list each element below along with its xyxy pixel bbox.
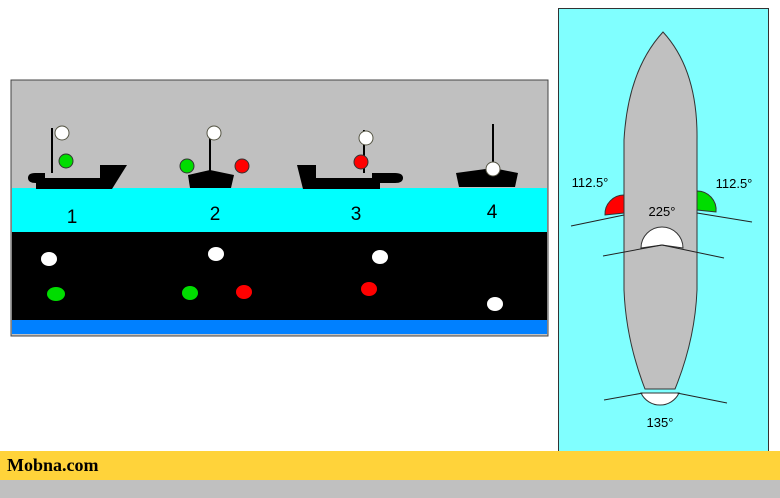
port-angle-label: 112.5° (572, 175, 609, 190)
side-view-panel: 1 2 3 4 (10, 79, 549, 337)
stern-sector (640, 392, 680, 406)
starboard-angle-label: 112.5° (716, 176, 753, 191)
vessel-4-silhouette (456, 124, 518, 187)
vessel-number-4: 4 (487, 202, 498, 223)
vessel-number-2: 2 (210, 204, 221, 225)
stern-angle-label: 135° (647, 415, 674, 430)
footer-bar: Mobna.com (0, 451, 780, 480)
top-view-panel: 112.5° 112.5° 225° 135° (558, 8, 769, 453)
vessel-number-1: 1 (67, 207, 78, 228)
vessel-3-silhouette (297, 130, 403, 189)
bottom-strip (0, 480, 780, 498)
masthead-sector (640, 226, 684, 249)
port-sector (604, 194, 625, 216)
starboard-sector (696, 190, 717, 213)
masthead-angle-label: 225° (649, 204, 676, 219)
brand-label: Mobna.com (7, 455, 99, 475)
vessel-number-3: 3 (351, 204, 362, 225)
vessel-2-silhouette (179, 125, 250, 188)
vessel-1-silhouette (28, 125, 127, 189)
night-lights (41, 247, 503, 311)
